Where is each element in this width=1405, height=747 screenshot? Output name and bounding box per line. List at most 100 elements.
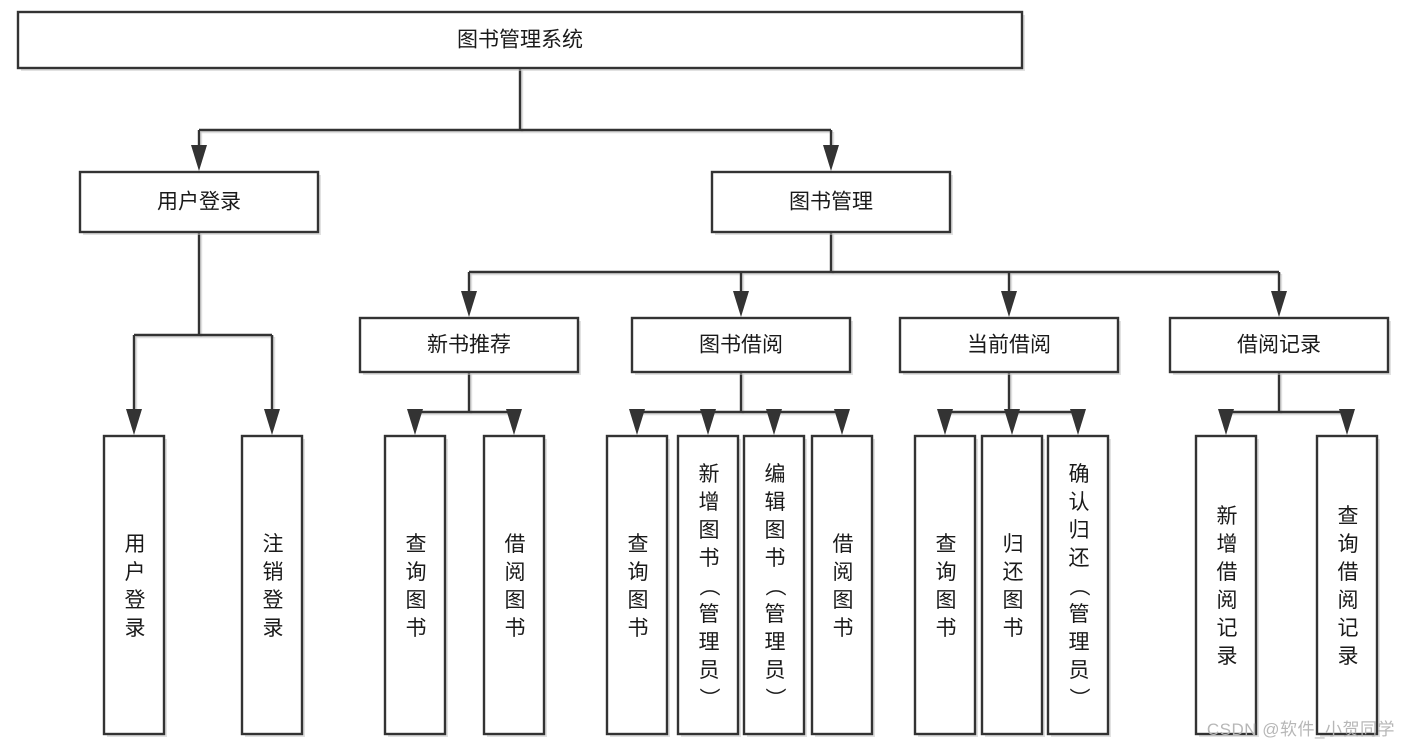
node-label-char: 用: [125, 533, 146, 556]
arrow-head: [1218, 409, 1234, 435]
node-book-management[interactable]: 图书管理: [710, 170, 953, 235]
node-label-char: 书: [406, 617, 427, 640]
connectors-layer: [126, 68, 1355, 435]
node-label-char: 归: [1003, 533, 1024, 556]
node-label-char: 借: [833, 533, 854, 556]
node-label-char: 图: [1003, 589, 1024, 612]
node-label-char: 书: [699, 547, 720, 570]
arrow-head: [823, 145, 839, 171]
node-label-char: （: [1067, 576, 1090, 597]
node-label-char: 编: [765, 463, 786, 486]
node-label-char: 新: [699, 463, 720, 486]
node-box[interactable]: [16, 10, 1024, 70]
node-label-char: 借: [1217, 561, 1238, 584]
node-label-char: 书: [833, 617, 854, 640]
node-new-book-recommend[interactable]: 新书推荐: [358, 316, 581, 375]
node-label-char: 借: [505, 533, 526, 556]
node-label: 图书管理系统: [457, 29, 583, 52]
node-label-char: 理: [765, 631, 786, 654]
node-label-char: 管: [765, 603, 786, 626]
node-label-char: 书: [505, 617, 526, 640]
node-label-char: 管: [1069, 603, 1090, 626]
node-user-login[interactable]: 用户登录: [78, 170, 321, 235]
node-label-char: 询: [628, 561, 649, 584]
node-label-char: 询: [936, 561, 957, 584]
node-label: 新书推荐: [427, 334, 511, 357]
node-label-char: 图: [628, 589, 649, 612]
node-label-char: 查: [406, 533, 427, 556]
node-box[interactable]: [78, 170, 320, 234]
node-label-char: 理: [699, 631, 720, 654]
arrow-head: [506, 409, 522, 435]
arrow-head: [766, 409, 782, 435]
node-box[interactable]: [358, 316, 580, 374]
node-box[interactable]: [1046, 434, 1110, 736]
node-box[interactable]: [240, 434, 304, 736]
node-label: 当前借阅: [967, 334, 1051, 357]
node-label: 用户登录: [157, 191, 241, 214]
node-box[interactable]: [676, 434, 740, 736]
arrow-head: [461, 291, 477, 317]
node-label-char: 图: [699, 519, 720, 542]
node-label-char: 书: [628, 617, 649, 640]
node-box[interactable]: [482, 434, 546, 736]
node-label-char: 询: [1338, 533, 1359, 556]
node-box[interactable]: [630, 316, 852, 374]
node-label-char: 阅: [833, 561, 854, 584]
node-borrow-record[interactable]: 借阅记录: [1168, 316, 1391, 375]
node-box[interactable]: [102, 434, 166, 736]
node-label-char: 查: [628, 533, 649, 556]
node-label-char: 询: [406, 561, 427, 584]
arrow-head: [191, 145, 207, 171]
node-box[interactable]: [1315, 434, 1379, 736]
node-label-char: 书: [1003, 617, 1024, 640]
node-book-borrow[interactable]: 图书借阅: [630, 316, 853, 375]
node-label-char: 户: [125, 561, 146, 584]
nodes-layer: 图书管理系统用户登录图书管理用户登录注销登录新书推荐查询图书借阅图书图书借阅查询…: [16, 10, 1391, 737]
node-box[interactable]: [898, 316, 1120, 374]
node-label-char: 书: [936, 617, 957, 640]
node-user-login-do[interactable]: 用户登录: [102, 434, 167, 737]
node-box[interactable]: [1194, 434, 1258, 736]
node-label-char: 录: [263, 617, 284, 640]
node-label-char: 归: [1069, 519, 1090, 542]
node-label-char: 增: [1217, 533, 1238, 556]
node-box[interactable]: [383, 434, 447, 736]
node-box[interactable]: [810, 434, 874, 736]
node-root[interactable]: 图书管理系统: [16, 10, 1025, 71]
node-label-char: （: [697, 576, 720, 597]
node-box[interactable]: [913, 434, 977, 736]
node-label-char: 理: [1069, 631, 1090, 654]
node-box[interactable]: [605, 434, 669, 736]
node-label-char: 新: [1217, 505, 1238, 528]
arrow-head: [700, 409, 716, 435]
node-label-char: ）: [697, 688, 720, 709]
node-label-char: 阅: [505, 561, 526, 584]
node-box[interactable]: [1168, 316, 1390, 374]
arrow-head: [834, 409, 850, 435]
node-box[interactable]: [710, 170, 952, 234]
arrow-head: [937, 409, 953, 435]
arrow-head: [629, 409, 645, 435]
arrow-head: [1271, 291, 1287, 317]
node-label-char: 记: [1338, 617, 1359, 640]
node-box[interactable]: [980, 434, 1044, 736]
node-box[interactable]: [742, 434, 806, 736]
node-label-char: 阅: [1338, 589, 1359, 612]
arrow-head: [407, 409, 423, 435]
node-current-borrow[interactable]: 当前借阅: [898, 316, 1121, 375]
